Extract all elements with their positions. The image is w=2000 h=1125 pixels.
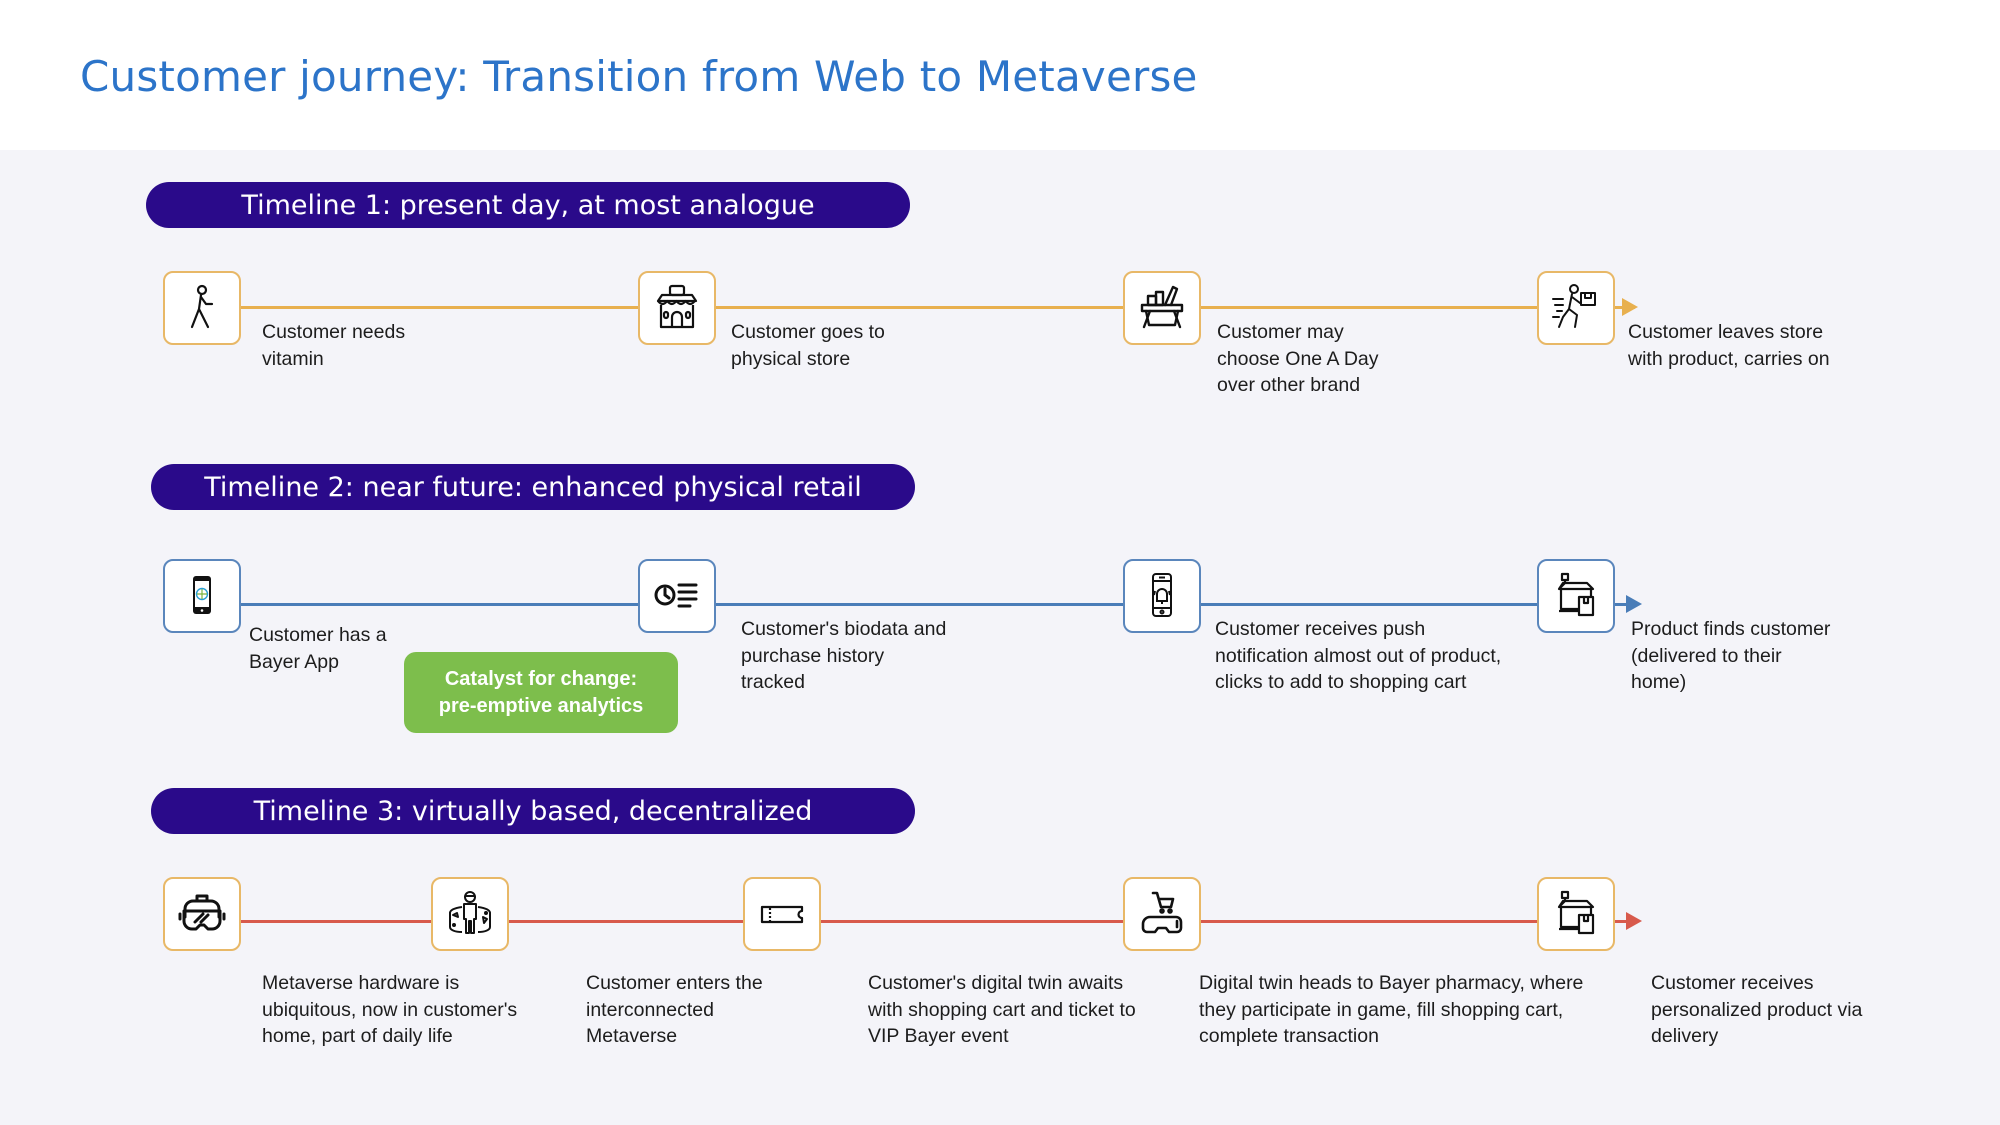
timeline-1-step-4-box xyxy=(1537,271,1615,345)
timeline-3-step-1-box xyxy=(163,877,241,951)
catalyst-for-change-callout: Catalyst for change: pre-emptive analyti… xyxy=(404,652,678,733)
timeline-2-step-3-box xyxy=(1123,559,1201,633)
timeline-1-step-1-label: Customer needs vitamin xyxy=(262,321,406,370)
timeline-1-step-3-label: Customer may choose One A Day over other… xyxy=(1217,321,1379,396)
running-person-with-box-icon xyxy=(1552,284,1596,328)
timeline-1-step-2-label: Customer goes to physical store xyxy=(731,321,885,370)
timeline-2-arrow-head xyxy=(1626,595,1642,613)
timeline-3-step-5-box xyxy=(1537,877,1615,951)
content-panel xyxy=(0,150,2000,1125)
timeline-3-step-4-label: Customer's digital twin awaits with shop… xyxy=(868,972,1136,1047)
home-delivery-package-icon xyxy=(1557,890,1595,935)
timeline-3-step-5-label: Digital twin heads to Bayer pharmacy, wh… xyxy=(1199,972,1584,1047)
timeline-2-step-2-label: Customer's biodata and purchase history … xyxy=(741,618,947,693)
header: Customer journey: Transition from Web to… xyxy=(0,0,2000,150)
timeline-2-step-2-box xyxy=(638,559,716,633)
clock-list-icon xyxy=(654,583,698,608)
person-vr-immersive-icon xyxy=(449,891,491,934)
timeline-2-step-3-label: Customer receives push notification almo… xyxy=(1215,618,1502,693)
smartphone-bayer-app-icon xyxy=(193,576,211,614)
ticket-icon xyxy=(760,905,804,924)
timeline-1-step-1-box xyxy=(163,271,241,345)
timeline-3-step-3-box xyxy=(743,877,821,951)
timeline-3-heading: Timeline 3: virtually based, decentraliz… xyxy=(151,788,915,834)
timeline-1-step-3-box xyxy=(1123,271,1201,345)
walking-person-icon xyxy=(190,284,214,329)
timeline-3-step-2-box xyxy=(431,877,509,951)
vr-headset-icon xyxy=(178,894,226,931)
timeline-1-step-2-box xyxy=(638,271,716,345)
timeline-2-heading: Timeline 2: near future: enhanced physic… xyxy=(151,464,915,510)
phone-notification-bell-icon xyxy=(1152,573,1172,617)
timeline-2-step-4-box xyxy=(1537,559,1615,633)
timeline-1-heading-text: Timeline 1: present day, at most analogu… xyxy=(241,189,815,221)
timeline-2-line xyxy=(240,603,1635,606)
shopping-basket-icon xyxy=(1140,285,1184,329)
timeline-2-step-4-label: Product finds customer (delivered to the… xyxy=(1631,618,1831,693)
timeline-3-step-2-label: Metaverse hardware is ubiquitous, now in… xyxy=(262,972,518,1047)
timeline-3-heading-text: Timeline 3: virtually based, decentraliz… xyxy=(253,795,813,827)
timeline-3-step-3-label: Customer enters the interconnected Metav… xyxy=(586,972,763,1047)
timeline-1-arrow-head xyxy=(1622,298,1638,316)
timeline-1-step-4-label: Customer leaves store with product, carr… xyxy=(1628,321,1830,370)
timeline-3-line xyxy=(240,920,1635,923)
timeline-2-step-1-box xyxy=(163,559,241,633)
storefront-icon xyxy=(656,284,698,329)
home-delivery-package-icon xyxy=(1557,572,1595,617)
timeline-3-step-4-box xyxy=(1123,877,1201,951)
timeline-3-arrow-head xyxy=(1626,912,1642,930)
timeline-1-line xyxy=(240,306,1635,309)
page-title: Customer journey: Transition from Web to… xyxy=(80,52,1198,101)
timeline-3-step-6-label: Customer receives personalized product v… xyxy=(1651,972,1863,1047)
timeline-2-heading-text: Timeline 2: near future: enhanced physic… xyxy=(204,471,862,503)
timeline-2-step-1-label: Customer has a Bayer App xyxy=(249,624,387,673)
timeline-1-heading: Timeline 1: present day, at most analogu… xyxy=(146,182,910,228)
vr-shopping-cart-icon xyxy=(1141,891,1183,934)
